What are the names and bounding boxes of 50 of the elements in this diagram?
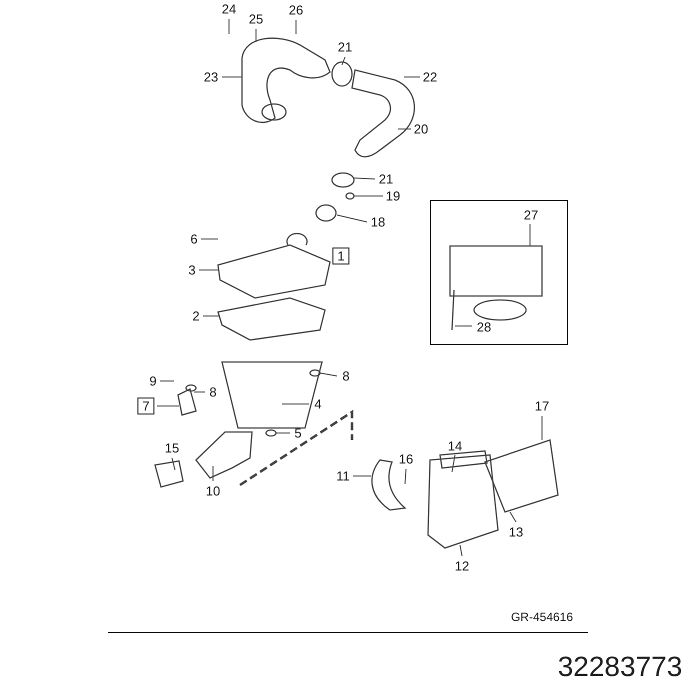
callout-number: 2 — [192, 308, 200, 324]
callout-number: 15 — [164, 440, 180, 456]
leader-line — [212, 466, 214, 482]
leader-line — [228, 18, 230, 34]
callout-number: 20 — [414, 122, 428, 136]
callout-number: 9 — [149, 374, 157, 388]
leader-line — [222, 76, 242, 78]
callout-number: 16 — [398, 452, 414, 466]
callout-number: 12 — [454, 558, 470, 574]
callout-number: 24 — [222, 2, 236, 16]
callout-number: 5 — [294, 426, 302, 440]
callout-number: 10 — [206, 484, 220, 498]
leader-line — [460, 544, 462, 556]
leader-line — [342, 56, 346, 66]
callout-number: 13 — [508, 524, 524, 540]
leader-line — [160, 380, 174, 382]
callout-number: 8 — [209, 384, 217, 400]
leader-line — [172, 458, 176, 470]
leader-line — [404, 76, 420, 78]
callout-number: 21 — [338, 40, 352, 54]
leader-line — [452, 454, 456, 472]
callout-number: 3 — [188, 262, 196, 278]
callout-number: 27 — [524, 208, 538, 222]
callout-number: 25 — [248, 12, 264, 26]
leader-line — [336, 214, 368, 222]
callout-number: 6 — [190, 232, 198, 246]
drawing-number: GR-454616 — [510, 609, 574, 625]
callout-number: 4 — [314, 396, 322, 412]
leader-line — [320, 372, 338, 376]
callout-number: 28 — [476, 320, 492, 334]
callout-number: 8 — [342, 368, 350, 384]
leader-line — [398, 128, 412, 130]
leader-line — [200, 238, 218, 240]
callout-number: 14 — [448, 438, 462, 454]
leader-line — [404, 468, 406, 484]
callout-number: 17 — [534, 398, 550, 414]
leader-line — [276, 432, 290, 434]
callout-number: 21 — [378, 172, 394, 186]
callout-number: 22 — [422, 70, 438, 84]
part-number: 32283773 — [558, 651, 682, 683]
callout-number: 11 — [336, 468, 350, 484]
callout-number: 26 — [288, 2, 304, 18]
callout-number: 18 — [370, 214, 386, 230]
inset-frame — [430, 200, 568, 345]
callout-number: 19 — [386, 188, 400, 204]
boxed-callout-number: 7 — [137, 398, 155, 414]
boxed-callout-number: 1 — [332, 248, 350, 264]
callout-number: 23 — [204, 70, 218, 84]
leader-line — [510, 512, 516, 522]
leader-line — [354, 178, 376, 180]
